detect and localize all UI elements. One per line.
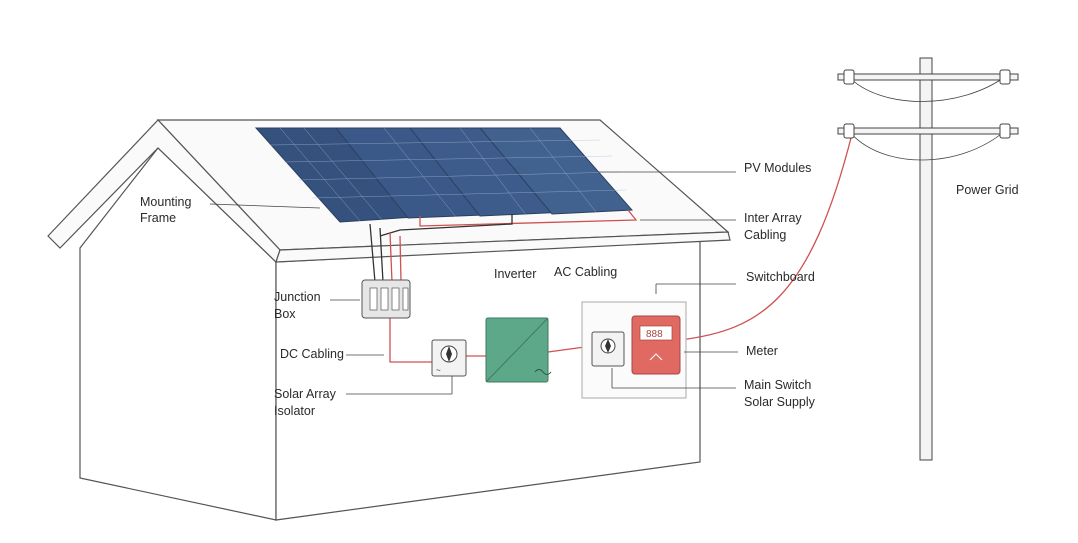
label-mounting-frame-line1: Mounting xyxy=(140,195,191,209)
dc-cable-down-4 xyxy=(399,235,402,283)
pv-module-4 xyxy=(478,127,634,215)
dc-cable-down-3 xyxy=(389,231,393,283)
insulators xyxy=(843,69,1011,139)
leader-lines xyxy=(209,171,738,395)
label-main-switch-line1: Main Switch xyxy=(744,378,811,392)
label-solar-array-isolator-line1: Solar Array xyxy=(274,387,337,401)
label-mounting-frame-line2: Frame xyxy=(140,211,176,225)
meter-display: 888 xyxy=(646,329,663,340)
solar-array-isolator: ~ xyxy=(431,339,467,377)
label-switchboard: Switchboard xyxy=(746,270,815,284)
label-pv-modules: PV Modules xyxy=(744,161,811,175)
label-main-switch-line2: Solar Supply xyxy=(744,395,816,409)
label-power-grid: Power Grid xyxy=(956,183,1019,197)
inter-array-cable-red xyxy=(419,209,638,227)
label-junction-box-line2: Box xyxy=(274,307,296,321)
label-inter-array-line1: Inter Array xyxy=(744,211,802,225)
dc-cable-down-1 xyxy=(369,223,376,283)
inverter-unit xyxy=(485,317,552,383)
label-meter: Meter xyxy=(746,344,778,358)
meter-unit xyxy=(631,315,681,375)
label-junction-box-line1: Junction xyxy=(274,290,321,304)
dc-cabling xyxy=(389,318,432,363)
power-pole xyxy=(837,57,1019,461)
label-dc-cabling: DC Cabling xyxy=(280,347,344,361)
dc-cable-down-2 xyxy=(379,227,384,283)
label-solar-array-isolator-line2: Isolator xyxy=(274,404,315,418)
label-inverter: Inverter xyxy=(494,267,536,281)
roof-fascia xyxy=(275,231,731,263)
grid-connection-cable xyxy=(679,133,853,341)
label-inter-array-line2: Cabling xyxy=(744,228,786,242)
pv-array xyxy=(254,127,634,223)
pv-cell-grid xyxy=(269,127,627,222)
isolator-symbol: ~ xyxy=(436,366,441,375)
switchboard: 888 xyxy=(581,301,687,399)
labels: PV Modules Mounting Frame Inter Array Ca… xyxy=(140,161,1019,418)
junction-box xyxy=(361,279,411,319)
label-ac-cabling: AC Cabling xyxy=(554,265,617,279)
